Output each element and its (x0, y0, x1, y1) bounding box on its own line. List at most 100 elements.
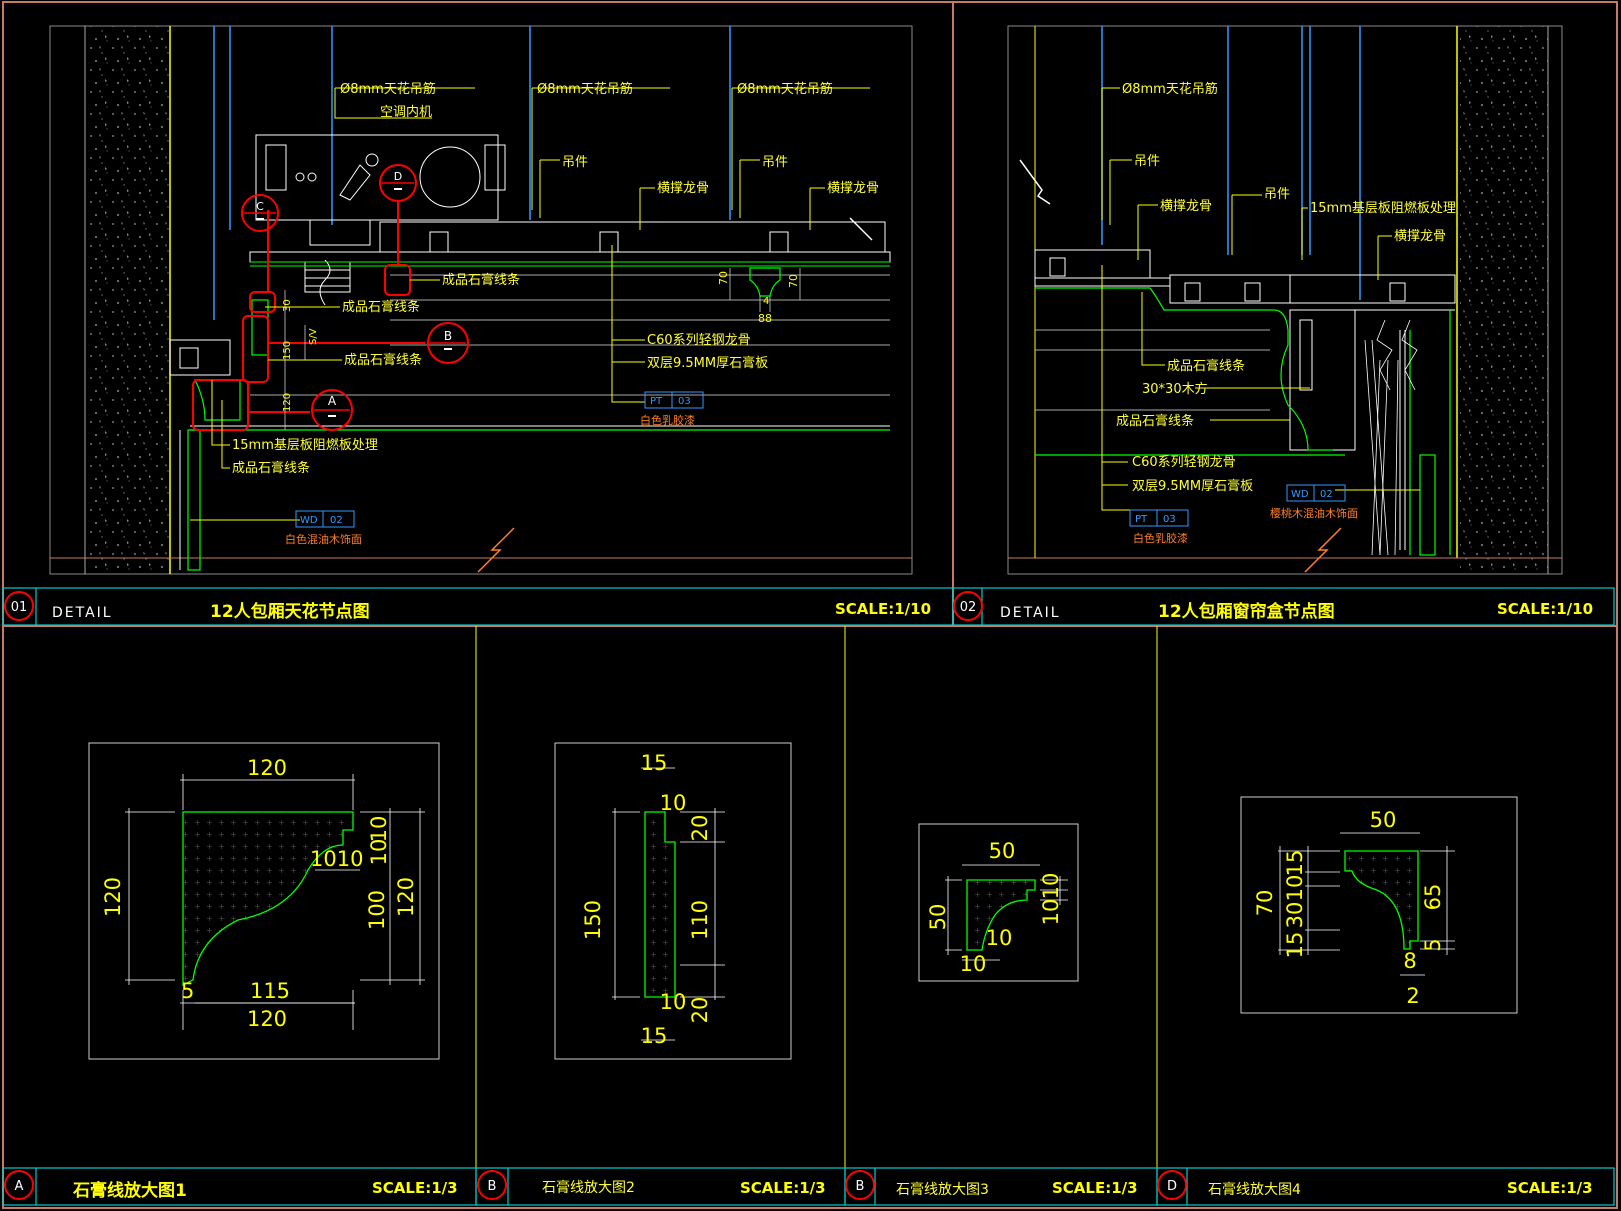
svg-text:10: 10 (367, 839, 391, 866)
title-bar-c: B 石膏线放大图3 SCALE:1/3 (844, 1167, 1158, 1206)
tag-wd-02-detail2: WD 02 樱桃木混油木饰面 (1270, 484, 1358, 520)
svg-text:150: 150 (282, 341, 293, 360)
title-bar-d: D 石膏线放大图4 SCALE:1/3 (1156, 1167, 1615, 1206)
tag-pt-03: PT 03 白色乳胶漆 (640, 391, 704, 427)
svg-text:4: 4 (763, 296, 769, 307)
svg-text:B: B (488, 1179, 497, 1194)
svg-text:03: 03 (1163, 514, 1176, 525)
svg-text:70: 70 (717, 271, 730, 285)
title-bar-b: B 石膏线放大图2 SCALE:1/3 (475, 1167, 846, 1206)
svg-text:白色乳胶漆: 白色乳胶漆 (1133, 531, 1188, 545)
tag-wd-02: WD 02 白色混油木饰面 (285, 510, 362, 546)
svg-text:横撑龙骨: 横撑龙骨 (657, 181, 709, 196)
svg-text:SCALE:1/3: SCALE:1/3 (1507, 1179, 1593, 1197)
svg-text:SCALE:1/3: SCALE:1/3 (1052, 1179, 1138, 1197)
svg-text:50: 50 (1370, 808, 1397, 832)
svg-text:SCALE:1/3: SCALE:1/3 (740, 1179, 826, 1197)
svg-text:115: 115 (250, 979, 290, 1003)
svg-text:120: 120 (282, 393, 293, 412)
svg-text:吊件: 吊件 (1264, 187, 1290, 202)
callout-c: C (241, 194, 279, 232)
svg-text:100: 100 (365, 890, 389, 930)
svg-text:5: 5 (1421, 938, 1445, 951)
svg-text:10: 10 (1039, 899, 1063, 926)
svg-text:01: 01 (11, 600, 28, 615)
svg-text:成品石膏线条: 成品石膏线条 (342, 299, 420, 315)
callout-a: A (311, 389, 353, 431)
svg-text:120: 120 (101, 877, 125, 917)
svg-text:横撑龙骨: 横撑龙骨 (1394, 229, 1446, 244)
svg-text:70: 70 (1253, 890, 1277, 917)
svg-text:15: 15 (1283, 850, 1307, 877)
svg-text:C: C (256, 200, 264, 213)
svg-text:10: 10 (660, 791, 687, 815)
svg-text:50: 50 (926, 904, 950, 931)
svg-text:成品石膏线条: 成品石膏线条 (442, 272, 520, 288)
svg-text:空调内机: 空调内机 (380, 104, 432, 120)
svg-text:石膏线放大图4: 石膏线放大图4 (1208, 1181, 1301, 1198)
svg-text:70: 70 (787, 274, 800, 288)
svg-text:石膏线放大图3: 石膏线放大图3 (896, 1181, 989, 1198)
svg-text:10: 10 (367, 816, 391, 843)
svg-text:吊件: 吊件 (762, 155, 788, 170)
svg-text:S/V: S/V (308, 328, 319, 345)
svg-text:10: 10 (1039, 873, 1063, 900)
svg-text:C60系列轻钢龙骨: C60系列轻钢龙骨 (647, 333, 751, 348)
svg-text:10: 10 (660, 990, 687, 1014)
svg-text:02: 02 (1320, 489, 1333, 500)
svg-text:PT: PT (650, 396, 663, 407)
svg-text:15mm基层板阻燃板处理: 15mm基层板阻燃板处理 (1310, 200, 1456, 216)
svg-text:Ø8mm天花吊筋: Ø8mm天花吊筋 (340, 81, 436, 97)
svg-text:110: 110 (688, 900, 712, 940)
svg-text:15mm基层板阻燃板处理: 15mm基层板阻燃板处理 (232, 437, 378, 453)
callout-b: B (427, 322, 469, 364)
molding-detail-d: 50 70 15 10 30 15 65 5 8 2 (1240, 796, 1518, 1014)
title-bar-01: 01 DETAIL 12人包厢天花节点图 SCALE:1/10 (2, 587, 954, 626)
svg-text:横撑龙骨: 横撑龙骨 (1160, 199, 1212, 214)
svg-text:Ø8mm天花吊筋: Ø8mm天花吊筋 (737, 81, 833, 97)
detail-02-curtain-box-node: Ø8mm天花吊筋 吊件 横撑龙骨 吊件 15mm基层板阻燃板处理 横撑龙骨 成品… (1007, 25, 1563, 575)
svg-text:DETAIL: DETAIL (1000, 605, 1061, 621)
svg-text:120: 120 (394, 877, 418, 917)
svg-text:65: 65 (1421, 884, 1445, 911)
svg-text:WD: WD (300, 515, 318, 526)
svg-text:DETAIL: DETAIL (52, 605, 113, 621)
molding-detail-c: 50 50 10 10 10 10 (918, 823, 1079, 982)
svg-text:成品石膏线条: 成品石膏线条 (344, 352, 422, 368)
curtain (1364, 319, 1418, 556)
svg-text:02: 02 (330, 515, 343, 526)
svg-text:D: D (1167, 1179, 1177, 1194)
svg-text:白色混油木饰面: 白色混油木饰面 (285, 532, 362, 546)
svg-text:Ø8mm天花吊筋: Ø8mm天花吊筋 (1122, 81, 1218, 97)
svg-text:Ø8mm天花吊筋: Ø8mm天花吊筋 (537, 81, 633, 97)
svg-text:120: 120 (247, 756, 287, 780)
svg-text:2: 2 (1406, 984, 1419, 1008)
title-bar-02: 02 DETAIL 12人包厢窗帘盒节点图 SCALE:1/10 (952, 587, 1615, 626)
svg-text:8: 8 (1403, 949, 1416, 973)
callout-d: D (379, 164, 417, 202)
svg-text:A: A (15, 1179, 24, 1194)
concrete-wall (85, 26, 170, 574)
svg-text:吊件: 吊件 (562, 155, 588, 170)
title-bar-a: A 石膏线放大图1 SCALE:1/3 (2, 1167, 477, 1206)
svg-text:02: 02 (960, 600, 977, 615)
svg-text:15: 15 (641, 751, 668, 775)
svg-text:B: B (856, 1179, 865, 1194)
svg-text:SCALE:1/10: SCALE:1/10 (1497, 600, 1593, 618)
svg-text:白色乳胶漆: 白色乳胶漆 (640, 413, 695, 427)
svg-text:D: D (394, 170, 402, 183)
svg-text:20: 20 (688, 815, 712, 842)
svg-text:成品石膏线条: 成品石膏线条 (1116, 413, 1194, 429)
svg-text:双层9.5MM厚石膏板: 双层9.5MM厚石膏板 (647, 355, 768, 371)
svg-text:双层9.5MM厚石膏板: 双层9.5MM厚石膏板 (1132, 478, 1253, 494)
svg-text:WD: WD (1291, 489, 1309, 500)
svg-text:150: 150 (581, 900, 605, 940)
svg-text:30: 30 (282, 299, 293, 312)
svg-text:88: 88 (758, 312, 772, 325)
svg-text:120: 120 (247, 1007, 287, 1031)
svg-text:5: 5 (181, 979, 194, 1003)
svg-text:30: 30 (1283, 902, 1307, 929)
svg-text:石膏线放大图2: 石膏线放大图2 (542, 1179, 635, 1196)
svg-text:50: 50 (989, 839, 1016, 863)
